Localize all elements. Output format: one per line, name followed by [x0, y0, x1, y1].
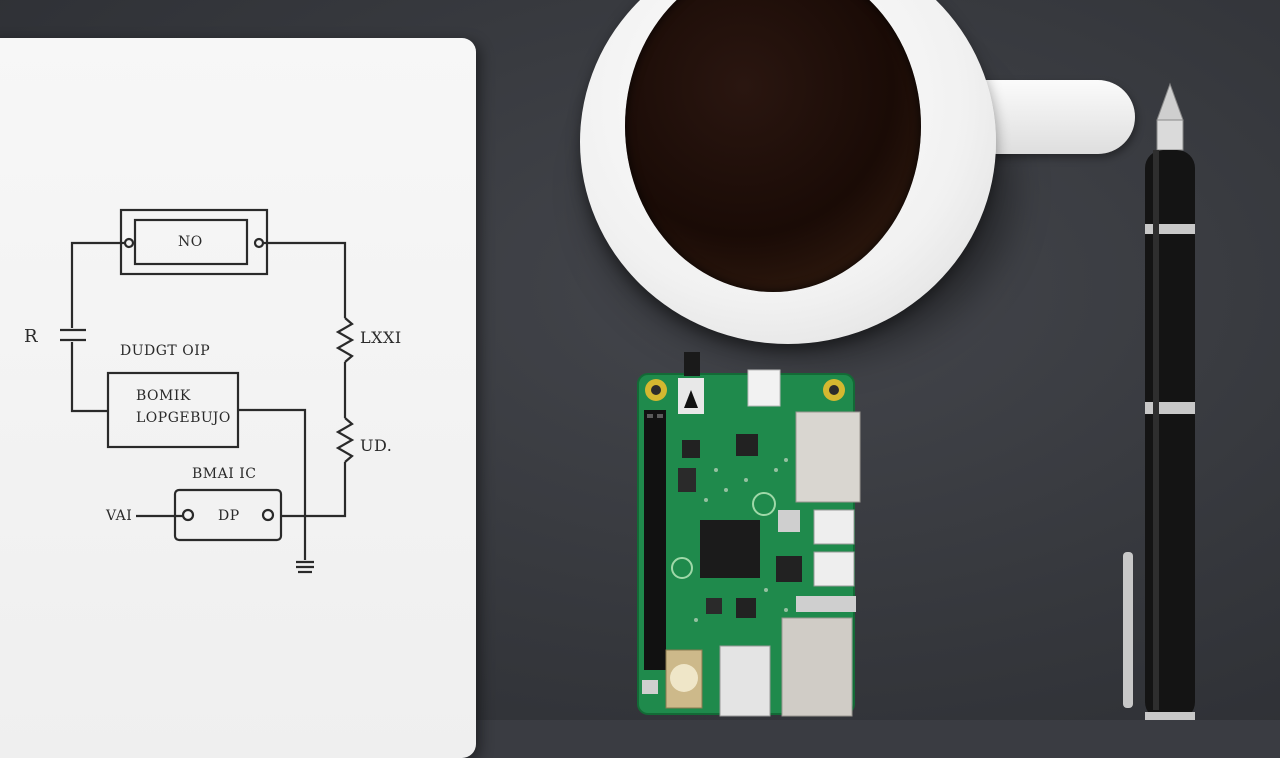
- schematic-label-top: NO: [178, 234, 203, 250]
- schematic-label-right-bottom: UD.: [360, 436, 393, 455]
- fountain-pen: [1123, 82, 1195, 720]
- notepad: NO R DUDGT OIP BOMIK LOPGEBUJO LXXI UD. …: [0, 38, 476, 758]
- schematic-label-right-top: LXXI: [360, 328, 402, 347]
- schematic-box-line1: BOMIK: [136, 388, 191, 404]
- coffee-surface: [625, 0, 921, 292]
- schematic-bottom-box-label: DP: [218, 508, 240, 524]
- schematic-label-lower: BMAI IC: [192, 466, 257, 482]
- schematic-label-mid: DUDGT OIP: [120, 343, 211, 359]
- circuit-board: [637, 352, 861, 717]
- schematic-box-line2: LOPGEBUJO: [136, 410, 231, 426]
- circuit-schematic: [60, 208, 355, 574]
- schematic-label-bottom-left: VAI: [106, 508, 133, 524]
- schematic-label-left: R: [24, 326, 39, 347]
